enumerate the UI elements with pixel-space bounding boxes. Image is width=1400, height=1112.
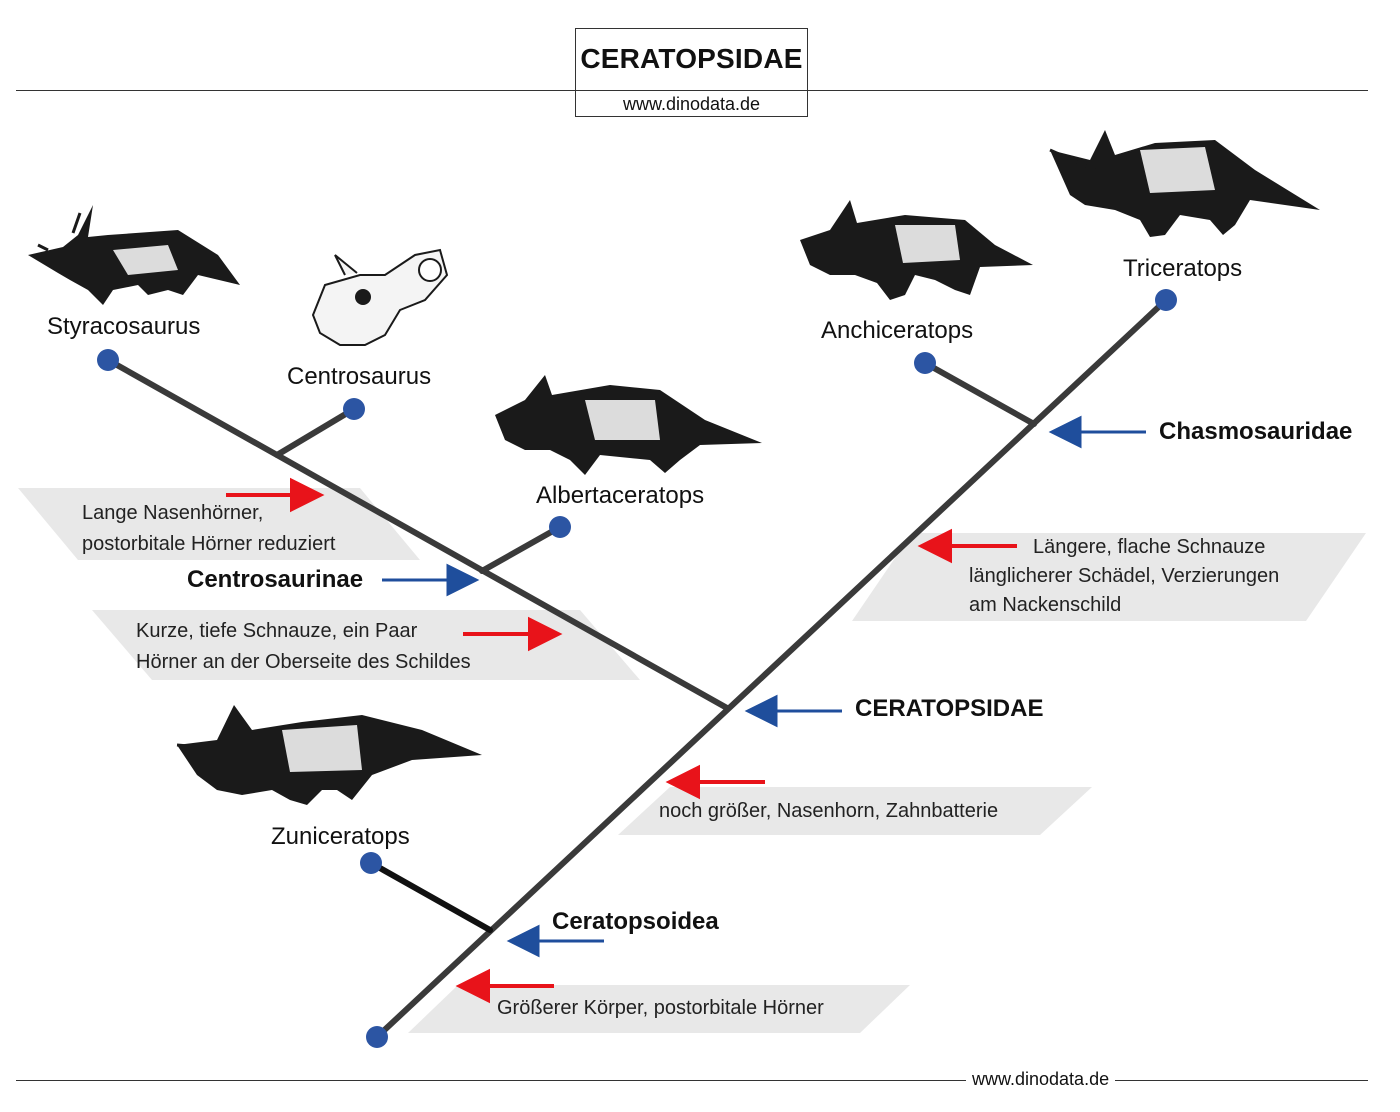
trait-note-groesserer-koerper: Größerer Körper, postorbitale Hörner (497, 997, 824, 1019)
bottom-rule (16, 1080, 1368, 1081)
page-title: CERATOPSIDAE (580, 43, 803, 74)
anchiceratops-skeleton-illustration (800, 200, 1033, 300)
node-root (366, 1026, 388, 1048)
branches (105, 297, 1169, 1040)
node-styracosaurus (97, 349, 119, 371)
trait-note-noch-groesser: noch größer, Nasenhorn, Zahnbatterie (659, 800, 999, 822)
taxon-label-anchiceratops: Anchiceratops (821, 317, 974, 344)
node-anchiceratops (914, 352, 936, 374)
taxon-label-albertaceratops: Albertaceratops (536, 482, 705, 509)
taxon-label-styracosaurus: Styracosaurus (47, 313, 201, 340)
triceratops-skeleton-illustration (1049, 130, 1320, 237)
albertaceratops-skeleton-illustration (495, 375, 762, 475)
styracosaurus-skeleton-illustration (28, 205, 240, 305)
node-zuniceratops (360, 852, 382, 874)
node-albertaceratops (549, 516, 571, 538)
trait-note-lange-nasenhoerner: Lange Nasenhörner, postorbitale Hörner r… (82, 502, 336, 555)
centrosaurus-skull-illustration (311, 248, 449, 346)
trait-note-kurze-schnauze: Kurze, tiefe Schnauze, ein Paar Hörner a… (136, 620, 471, 673)
note-band-kurze-schnauze (92, 610, 640, 680)
branch-zuniceratops (368, 860, 493, 933)
clade-label-chasmosauridae: Chasmosauridae (1159, 418, 1353, 445)
taxon-label-triceratops: Triceratops (1123, 255, 1243, 282)
zuniceratops-skeleton-illustration (176, 705, 482, 805)
note-band-groesserer-koerper (408, 985, 910, 1033)
trait-arrows (226, 477, 1017, 1004)
node-centrosaurus (343, 398, 365, 420)
title-box: CERATOPSIDAE www.dinodata.de (575, 28, 808, 117)
footer-url: www.dinodata.de (966, 1069, 1116, 1090)
note-band-lange-nasenhoerner (18, 488, 420, 560)
note-band-noch-groesser (618, 787, 1092, 835)
note-bands (18, 488, 1366, 1033)
clade-label-ceratopsidae: CERATOPSIDAE (855, 695, 1044, 722)
taxon-label-zuniceratops: Zuniceratops (271, 823, 410, 850)
clade-label-ceratopsoidea: Ceratopsoidea (552, 908, 719, 935)
title-url: www.dinodata.de (576, 90, 807, 118)
trait-note-laengere-schnauze: Längere, flache Schnauze länglicherer Sc… (969, 536, 1280, 616)
nodes (97, 289, 1177, 1048)
node-triceratops (1155, 289, 1177, 311)
clade-arrows (382, 415, 1146, 958)
branch-anchiceratops (922, 360, 1037, 427)
clade-label-centrosaurinae: Centrosaurinae (187, 566, 364, 593)
branch-albertaceratops (479, 524, 563, 574)
branch-centrosaurinae (105, 357, 730, 711)
branch-centrosaurus (274, 406, 357, 458)
taxon-label-centrosaurus: Centrosaurus (287, 363, 432, 390)
note-band-laengere-schnauze (852, 533, 1366, 621)
